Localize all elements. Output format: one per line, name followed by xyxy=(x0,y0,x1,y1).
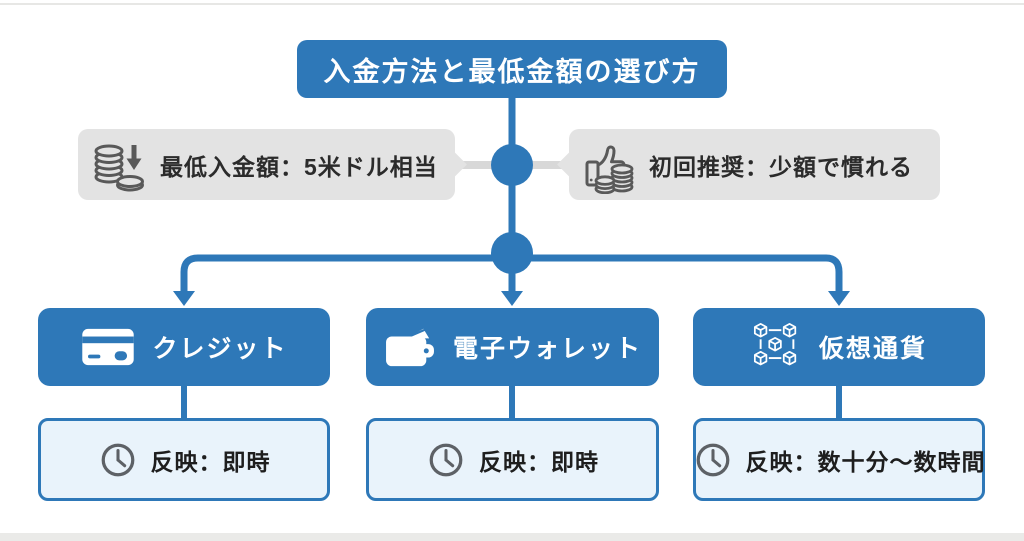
title-box: 入金方法と最低金額の選び方 xyxy=(297,40,727,98)
note-first-time-tip: 初回推奨：少額で慣れる xyxy=(557,129,940,200)
detail-label: 反映：即時 xyxy=(479,448,599,475)
thumbs-up-coins-icon xyxy=(579,136,637,194)
bottom-divider xyxy=(0,533,1024,541)
detail-ewallet-time: 反映：即時 xyxy=(366,418,659,501)
detail-label: 反映：即時 xyxy=(150,448,271,475)
note-label: 初回推奨：少額で慣れる xyxy=(649,153,913,180)
branch-label: クレジット xyxy=(152,335,288,363)
page-title: 入金方法と最低金額の選び方 xyxy=(323,56,701,87)
coins-arrow-down-icon xyxy=(92,137,148,193)
credit-card-icon xyxy=(80,327,136,367)
top-divider xyxy=(0,3,1024,5)
branch-crypto: 仮想通貨 xyxy=(693,308,985,386)
detail-crypto-time: 反映：数十分〜数時間 xyxy=(693,418,985,501)
clock-icon xyxy=(693,440,733,480)
clock-icon xyxy=(426,440,466,480)
blockchain-icon xyxy=(751,321,803,373)
branch-label: 仮想通貨 xyxy=(818,335,927,363)
detail-label: 反映：数十分〜数時間 xyxy=(745,448,986,475)
note-label: 最低入金額：5米ドル相当 xyxy=(160,153,438,180)
clock-icon xyxy=(98,440,138,480)
branch-label: 電子ウォレット xyxy=(452,335,642,363)
branch-credit: クレジット xyxy=(38,308,330,386)
wallet-icon xyxy=(383,324,437,370)
detail-credit-time: 反映：即時 xyxy=(38,418,330,501)
note-min-deposit: 最低入金額：5米ドル相当 xyxy=(78,129,467,200)
branch-ewallet: 電子ウォレット xyxy=(366,308,659,386)
